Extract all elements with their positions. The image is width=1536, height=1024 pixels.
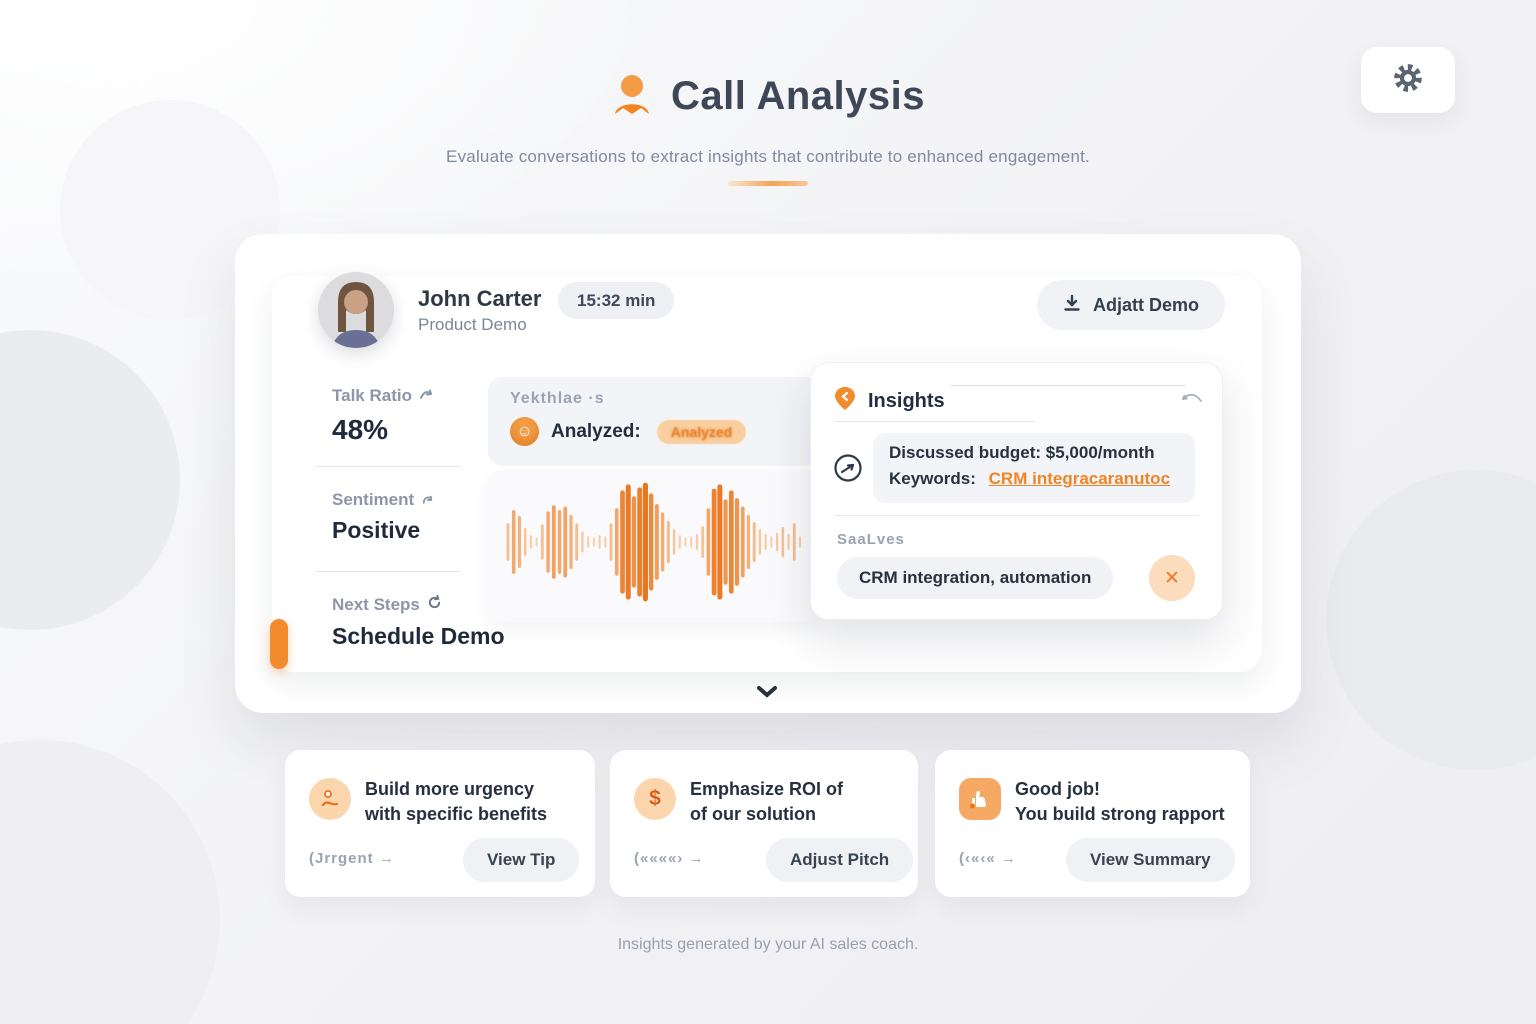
stat-talk-ratio: Talk Ratio 48% [332, 386, 433, 446]
curve-arrow-icon [1181, 391, 1203, 410]
refresh-icon [427, 595, 442, 615]
stat-label: Sentiment [332, 490, 415, 509]
waveform-panel [488, 470, 820, 622]
keywords-label: Keywords: [889, 469, 976, 488]
close-icon: ✕ [1164, 567, 1180, 589]
coach-card-title: Good job! You build strong rapport [1015, 779, 1225, 824]
stat-next-steps: Next Steps Schedule Demo [332, 595, 505, 650]
analyzed-badge: Analyzed [656, 419, 747, 444]
keywords-link[interactable]: CRM integracaranutoc [988, 469, 1171, 488]
divider [835, 515, 1199, 516]
keywords-section-label: SaaLves [837, 531, 905, 548]
coach-card-rapport: Good job! You build strong rapport (‹«‹«… [935, 750, 1250, 897]
accent-bar [270, 619, 288, 669]
coach-card-title: Emphasize ROI of of our solution [690, 779, 844, 824]
person-icon [611, 72, 653, 121]
coach-card-tag: (««««› → [634, 850, 705, 867]
chevron-icon [421, 490, 434, 510]
dollar-icon: $ [634, 778, 676, 820]
keywords-line: Keywords: CRM integracaranutoc [889, 469, 1179, 489]
coach-card-title: Build more urgency with specific benefit… [365, 779, 548, 824]
caller-name: John Carter [418, 286, 542, 311]
gear-icon [1393, 63, 1423, 98]
analyzed-label: Analyzed: [551, 420, 641, 442]
background-circle [1326, 470, 1536, 770]
page-title: Call Analysis [670, 74, 926, 118]
stat-sentiment: Sentiment Positive [332, 490, 434, 544]
coach-card-urgency: Build more urgency with specific benefit… [285, 750, 595, 897]
insight-box: Discussed budget: $5,000/month Keywords:… [873, 433, 1195, 503]
coach-card-tag: (Jrrgent → [309, 850, 395, 867]
person-squiggle-icon [309, 778, 351, 820]
circle-arrow-icon [833, 453, 863, 488]
divider [835, 421, 1035, 422]
adjust-demo-button[interactable]: Adjatt Demo [1037, 280, 1226, 330]
view-tip-button[interactable]: View Tip [463, 838, 580, 882]
stat-label: Talk Ratio [332, 386, 412, 405]
chevron-icon [419, 386, 433, 406]
stat-value: Schedule Demo [332, 623, 505, 649]
page-subtitle: Evaluate conversations to extract insigh… [446, 147, 1090, 166]
stat-value: Positive [332, 517, 421, 543]
avatar [318, 272, 394, 348]
keyword-chip[interactable]: CRM integration, automation [837, 557, 1114, 599]
thumbs-up-icon [959, 778, 1001, 820]
coach-card-tag: (‹«‹« → [959, 850, 1017, 867]
expand-button[interactable] [755, 684, 779, 705]
transcript-section-label: Yekthlae ·s [510, 390, 605, 407]
face-icon: ☺ [510, 417, 539, 446]
stat-label: Next Steps [332, 595, 420, 614]
subtitle-underline [728, 181, 808, 186]
call-type: Product Demo [418, 315, 527, 334]
remove-keyword-button[interactable]: ✕ [1149, 555, 1195, 601]
settings-button[interactable] [1361, 47, 1455, 113]
audio-waveform[interactable] [488, 470, 820, 622]
background-circle [0, 330, 180, 630]
divider [316, 466, 460, 467]
insights-panel: Insights Discussed budget: $5,000/month … [810, 362, 1223, 620]
insights-title: Insights [868, 390, 945, 412]
coach-card-roi: $ Emphasize ROI of of our solution (««««… [610, 750, 918, 897]
background-circle [0, 740, 220, 1024]
duration-badge: 15:32 min [558, 282, 675, 319]
budget-line: Discussed budget: $5,000/month [889, 443, 1155, 462]
pin-icon [835, 387, 855, 416]
view-summary-button[interactable]: View Summary [1066, 838, 1235, 882]
divider [951, 385, 1186, 386]
app-header: Call Analysis Evaluate conversations to … [0, 72, 1536, 186]
download-icon [1063, 294, 1081, 317]
stat-value: 48% [332, 414, 389, 445]
adjust-demo-label: Adjatt Demo [1093, 294, 1200, 315]
transcript-panel: Yekthlae ·s ☺ Analyzed: Analyzed [488, 377, 820, 466]
adjust-pitch-button[interactable]: Adjust Pitch [766, 838, 914, 882]
divider [316, 571, 460, 572]
footer-note: Insights generated by your AI sales coac… [617, 936, 919, 953]
